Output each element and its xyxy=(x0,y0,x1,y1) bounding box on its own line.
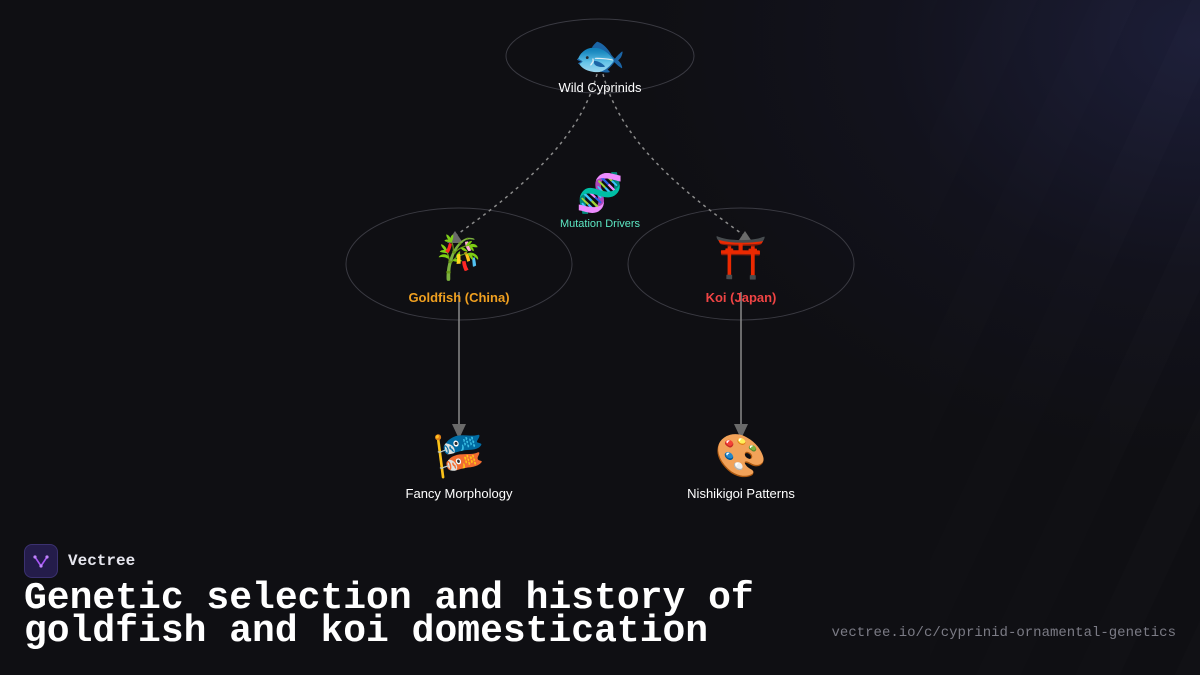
node-koi-japan[interactable]: ⛩️ Koi (Japan) xyxy=(706,234,777,305)
root-group-ellipse xyxy=(505,18,695,94)
edge-root-koi xyxy=(602,73,746,237)
edge-goldfish-fancy-arrowhead xyxy=(452,424,466,439)
node-label: Wild Cyprinids xyxy=(558,80,642,95)
edge-root-goldfish xyxy=(454,73,598,237)
brand-name: Vectree xyxy=(68,552,136,570)
bamboo-icon: 🎋 xyxy=(432,234,486,281)
node-mutation-drivers[interactable]: 🧬 Mutation Drivers xyxy=(560,172,640,230)
node-fancy-morphology[interactable]: 🎏 Fancy Morphology xyxy=(406,432,513,501)
dna-icon: 🧬 xyxy=(576,173,624,215)
vectree-logo-icon xyxy=(24,544,58,578)
node-label: Mutation Drivers xyxy=(559,218,641,230)
node-label: Goldfish (China) xyxy=(408,290,510,305)
edge-root-goldfish-arrowhead xyxy=(447,231,463,243)
page-title: Genetic selection and history of goldfis… xyxy=(24,577,754,653)
fish-icon: 🐟 xyxy=(573,32,627,79)
palette-icon: 🎨 xyxy=(714,432,768,479)
brand[interactable]: Vectree xyxy=(24,544,135,578)
node-label: Koi (Japan) xyxy=(705,290,777,305)
source-url[interactable]: vectree.io/c/cyprinid-ornamental-genetic… xyxy=(831,625,1176,641)
torii-gate-icon: ⛩️ xyxy=(714,234,768,281)
node-wild-cyprinids[interactable]: 🐟 Wild Cyprinids xyxy=(558,32,641,95)
edge-koi-nishikigoi-arrowhead xyxy=(734,424,748,439)
node-nishikigoi-patterns[interactable]: 🎨 Nishikigoi Patterns xyxy=(687,432,795,501)
node-goldfish-china[interactable]: 🎋 Goldfish (China) xyxy=(408,234,509,305)
node-label: Nishikigoi Patterns xyxy=(687,486,795,501)
node-label: Fancy Morphology xyxy=(405,486,513,501)
carp-streamer-icon: 🎏 xyxy=(432,432,486,479)
edge-root-koi-arrowhead xyxy=(737,231,753,243)
